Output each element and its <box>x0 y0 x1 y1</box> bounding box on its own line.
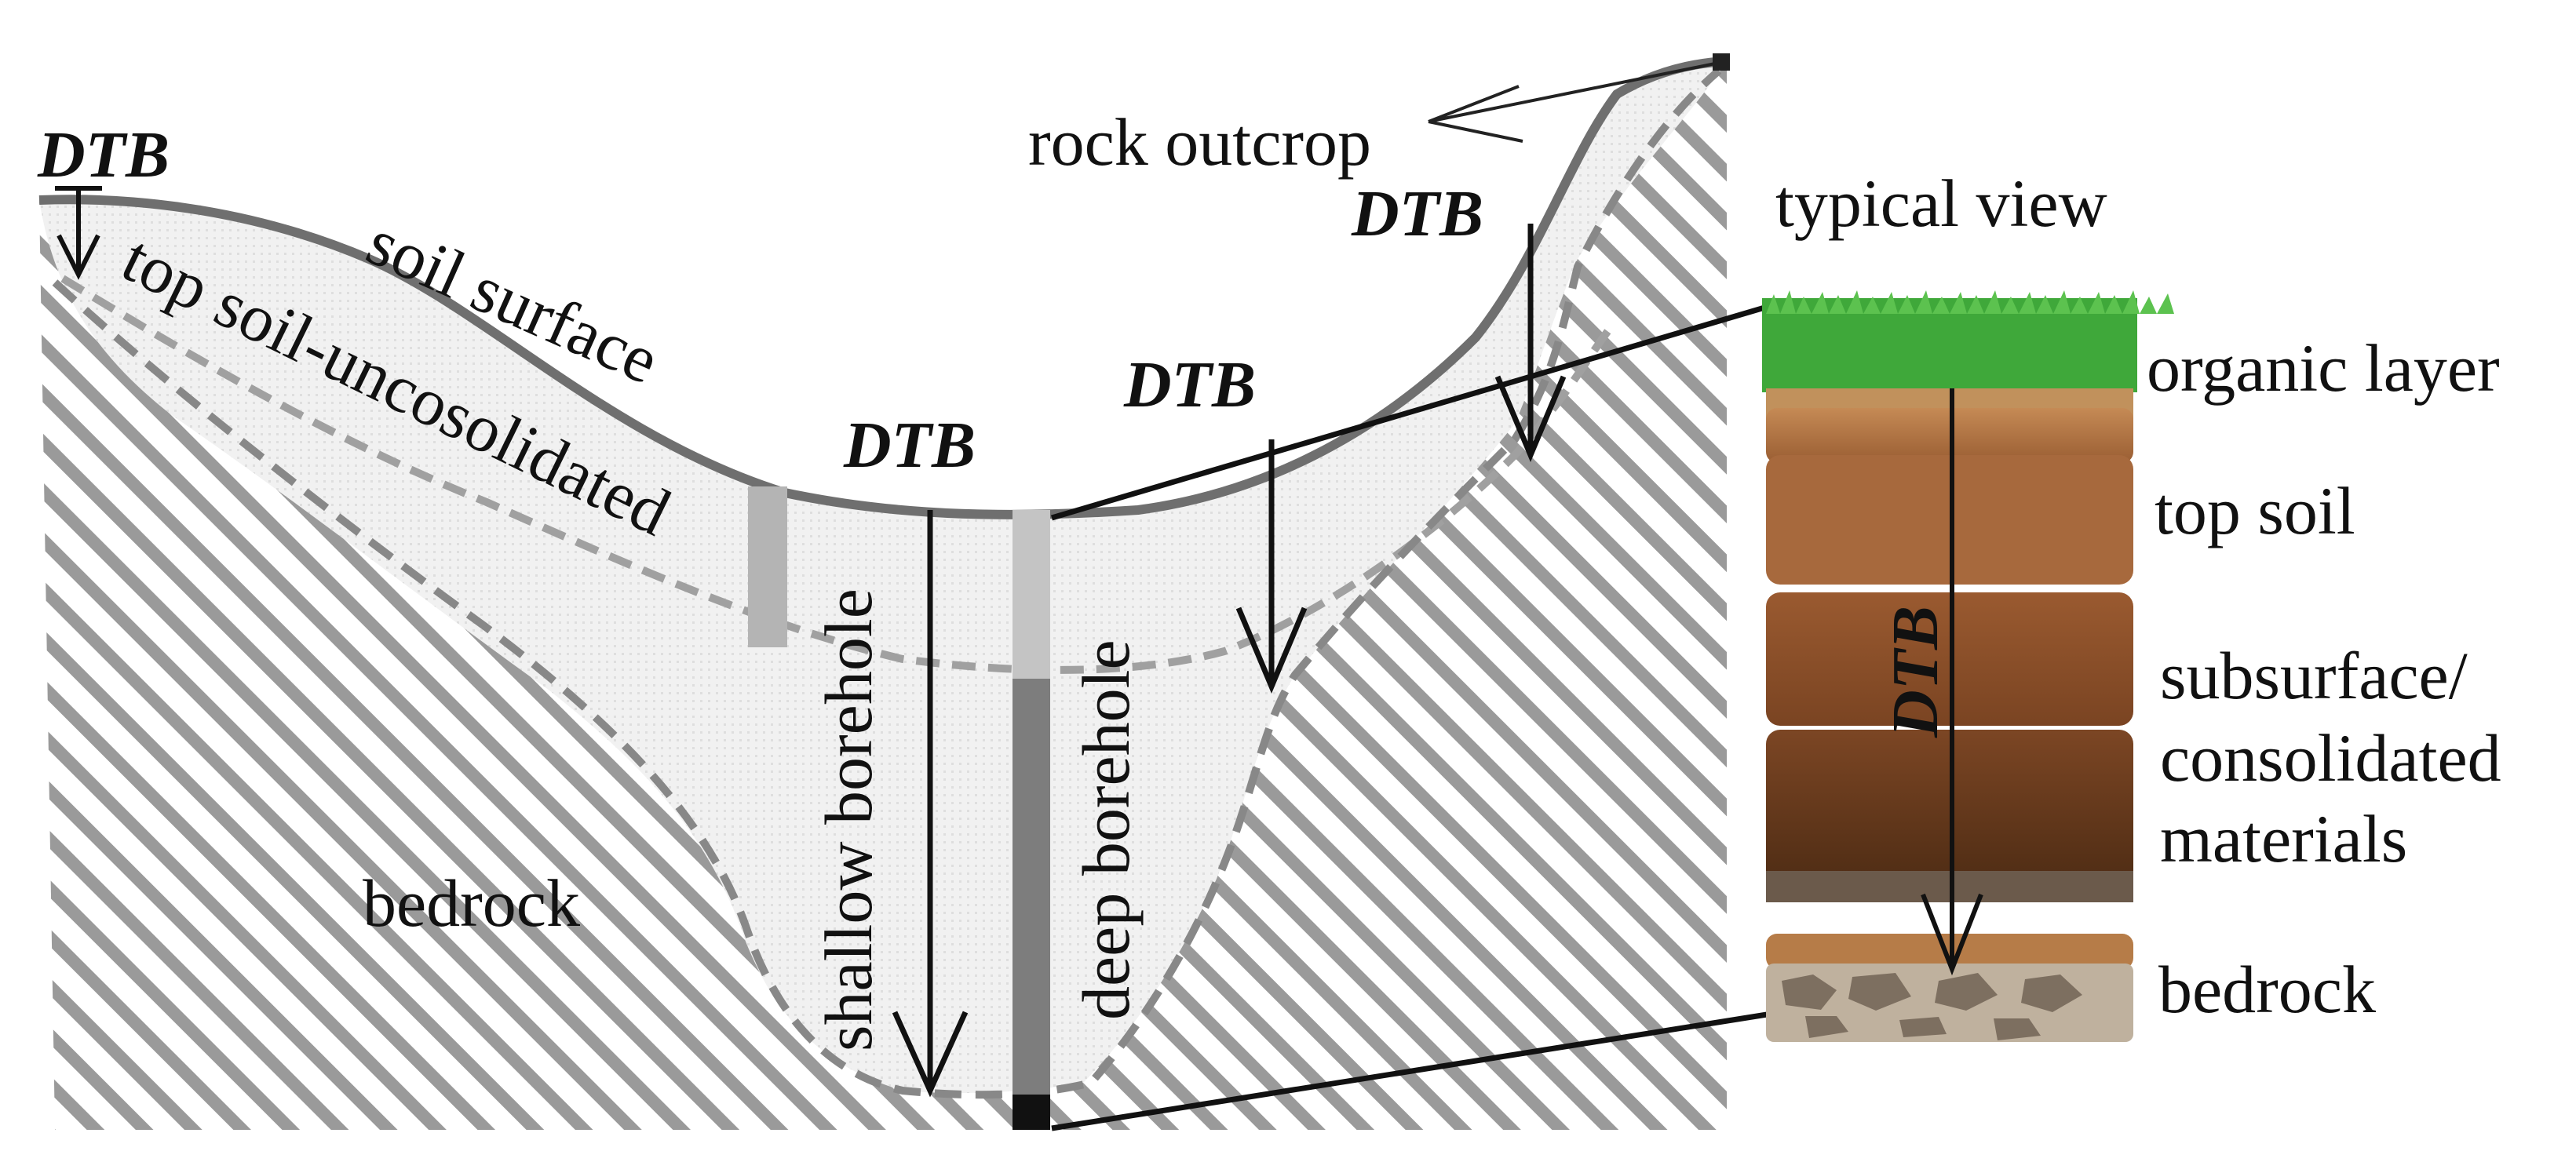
rock-outcrop-point <box>1713 53 1730 71</box>
label-dtb-slope: DTB <box>1123 348 1256 421</box>
label-organic-layer: organic layer <box>2147 330 2500 406</box>
label-dtb-left: DTB <box>37 118 170 191</box>
label-shallow-borehole: shallow borehole <box>811 588 886 1051</box>
label-top-soil: top soil <box>2155 473 2355 548</box>
connector-bottom <box>1051 1009 1782 1131</box>
bedrock-rock-texture <box>1782 973 2082 1040</box>
label-rock-outcrop: rock outcrop <box>1028 104 1371 180</box>
grass-blades <box>1766 290 2174 314</box>
bedrock-boundary <box>52 67 1722 1099</box>
label-dtb-shallow: DTB <box>843 409 976 482</box>
label-typical-view: typical view <box>1775 166 2107 241</box>
rock-outcrop-pointer <box>1428 61 1720 143</box>
dtb-arrow-slope <box>1235 439 1308 694</box>
label-dtb-profile: DTB <box>1879 606 1952 738</box>
label-deep-borehole: deep borehole <box>1068 639 1144 1020</box>
deep-borehole-upper <box>1013 510 1050 679</box>
label-subsurface-1: subsurface/ <box>2160 638 2468 713</box>
dtb-arrow-left <box>55 186 102 280</box>
label-dtb-upper: DTB <box>1351 177 1483 250</box>
shallow-borehole <box>748 486 787 647</box>
soil-fill-region <box>39 61 1727 1093</box>
label-bedrock-left: bedrock <box>363 865 580 941</box>
label-bedrock-profile: bedrock <box>2158 952 2376 1027</box>
deep-borehole-bottom <box>1013 1095 1050 1130</box>
label-subsurface-2: consolidated <box>2160 720 2501 796</box>
soil-profile-column <box>1762 290 2174 1042</box>
dtb-arrow-profile <box>1921 388 1983 976</box>
top-soil-boundary <box>60 275 1613 674</box>
connector-top <box>1051 303 1771 521</box>
dtb-arrow-shallow <box>892 510 969 1098</box>
dtb-arrow-upper <box>1494 224 1567 463</box>
label-subsurface-3: materials <box>2160 801 2407 876</box>
deep-borehole-middle <box>1013 679 1050 1095</box>
